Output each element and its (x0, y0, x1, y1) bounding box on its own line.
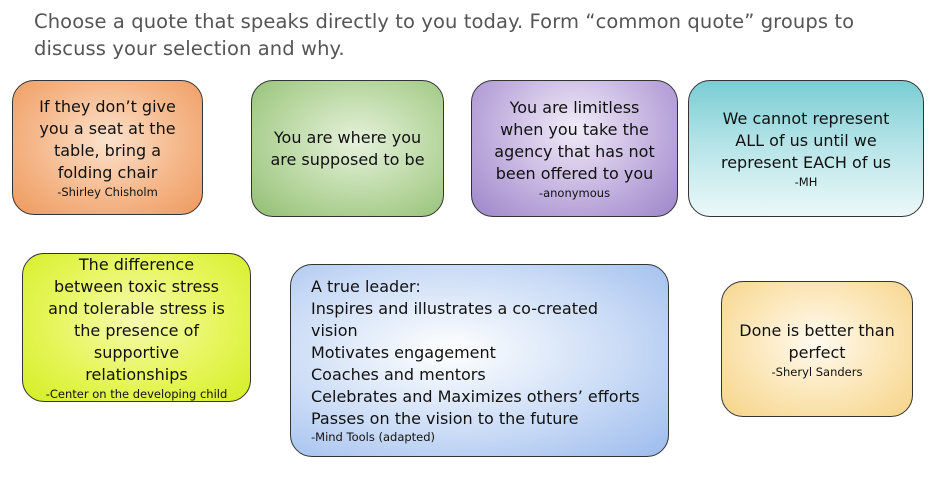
quote-line: You are where you (273, 127, 422, 147)
quote-line: between toxic stress (54, 277, 219, 296)
quote-line: vision (311, 320, 358, 340)
quote-card-where-you-are[interactable]: You are where you are supposed to be (251, 80, 444, 217)
quote-line: Celebrates and Maximizes others’ efforts (311, 386, 640, 406)
quote-line: and tolerable stress is (48, 299, 225, 318)
quote-line: represent EACH of us (720, 153, 892, 172)
quote-author: -Shirley Chisholm (57, 185, 158, 199)
quote-line: Inspires and illustrates a co-created (311, 298, 598, 318)
quote-card-done-better[interactable]: Done is better than perfect -Sheryl Sand… (721, 281, 913, 417)
quote-card-represent[interactable]: We cannot represent ALL of us until we r… (688, 80, 924, 217)
quote-author: -anonymous (538, 186, 611, 200)
quote-line: are supposed to be (270, 149, 425, 169)
quote-line: The difference (78, 255, 195, 274)
quote-author: -MH (794, 175, 818, 189)
quote-author: -Center on the developing child (45, 387, 228, 401)
quote-author: -Mind Tools (adapted) (311, 429, 436, 444)
quote-line: table, bring a (53, 141, 162, 160)
quote-card-true-leader[interactable]: A true leader: Inspires and illustrates … (290, 264, 669, 457)
quote-line: You are limitless (509, 98, 640, 117)
quote-line: Coaches and mentors (311, 364, 486, 384)
quote-line: you a seat at the (39, 119, 176, 138)
quote-line: If they don’t give (39, 97, 176, 116)
quote-line: A true leader: (311, 276, 421, 296)
quote-line: agency that has not (494, 142, 655, 161)
quote-line: perfect (788, 342, 846, 362)
quote-line: Done is better than (739, 320, 895, 340)
quote-author: -Sheryl Sanders (771, 364, 863, 379)
quote-line: been offered to you (495, 164, 654, 183)
quote-card-limitless[interactable]: You are limitless when you take the agen… (471, 80, 678, 217)
quote-line: folding chair (57, 163, 158, 182)
quote-card-chisholm[interactable]: If they don’t give you a seat at the tab… (12, 80, 203, 215)
quote-line: when you take the (500, 120, 649, 139)
quote-line: relationships (85, 365, 188, 384)
quote-line: supportive (93, 343, 180, 362)
quote-line: Motivates engagement (311, 342, 496, 362)
quote-card-toxic-stress[interactable]: The difference between toxic stress and … (22, 253, 251, 402)
quote-line: Passes on the vision to the future (311, 408, 579, 428)
quote-line: the presence of (73, 321, 200, 340)
quote-line: We cannot represent (722, 109, 890, 128)
instructions-text: Choose a quote that speaks directly to y… (34, 10, 855, 60)
quote-line: ALL of us until we (735, 131, 877, 150)
